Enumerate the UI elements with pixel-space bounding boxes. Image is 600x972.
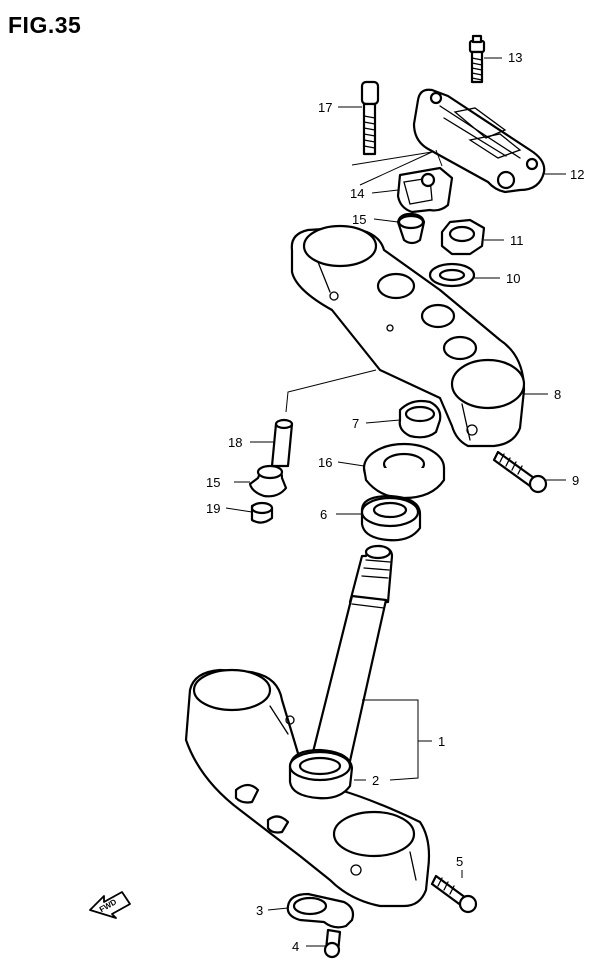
part-12-top-clamp[interactable]: [412, 88, 546, 194]
callout-5: 5: [456, 854, 463, 869]
callout-12: 12: [570, 167, 584, 182]
part-3-clamp[interactable]: [286, 892, 355, 929]
callout-15-lower: 15: [206, 475, 220, 490]
part-15-damper-lower[interactable]: [248, 464, 288, 498]
part-13-bolt[interactable]: [468, 34, 486, 84]
part-15-damper-upper[interactable]: [396, 212, 426, 245]
callout-6: 6: [320, 507, 327, 522]
fwd-arrow-icon: FWD: [89, 891, 131, 919]
callout-9: 9: [572, 473, 579, 488]
part-14-clamp-block[interactable]: [396, 166, 454, 214]
callout-15-upper: 15: [352, 212, 366, 227]
part-17-bolt[interactable]: [360, 80, 380, 156]
callout-11: 11: [510, 233, 524, 248]
part-19-grommet[interactable]: [250, 501, 274, 524]
part-16-dust-seal[interactable]: [362, 442, 446, 500]
callout-16: 16: [318, 455, 332, 470]
callout-2: 2: [372, 773, 379, 788]
part-9-bolt[interactable]: [492, 450, 548, 494]
callout-7: 7: [352, 416, 359, 431]
figure-title: FIG.35: [8, 12, 82, 38]
callout-3: 3: [256, 903, 263, 918]
part-8-upper-bracket[interactable]: [290, 224, 526, 448]
part-1-steering-stem[interactable]: [184, 544, 431, 908]
part-11-nut[interactable]: [440, 218, 486, 256]
callout-4: 4: [292, 939, 299, 954]
callout-10: 10: [506, 271, 520, 286]
callout-14: 14: [350, 186, 364, 201]
part-2-lower-bearing[interactable]: [288, 748, 354, 800]
part-10-washer[interactable]: [428, 262, 476, 288]
callout-18: 18: [228, 435, 242, 450]
part-18-pin[interactable]: [270, 418, 294, 468]
callout-8: 8: [554, 387, 561, 402]
part-6-bearing[interactable]: [360, 494, 422, 542]
callout-17: 17: [318, 100, 332, 115]
part-4-screw[interactable]: [323, 928, 342, 959]
part-7-adjusting-nut[interactable]: [398, 399, 442, 439]
callout-19: 19: [206, 501, 220, 516]
part-5-bolt[interactable]: [430, 874, 478, 914]
callout-1: 1: [438, 734, 445, 749]
callout-13: 13: [508, 50, 522, 65]
leader-lines: [225, 57, 566, 947]
